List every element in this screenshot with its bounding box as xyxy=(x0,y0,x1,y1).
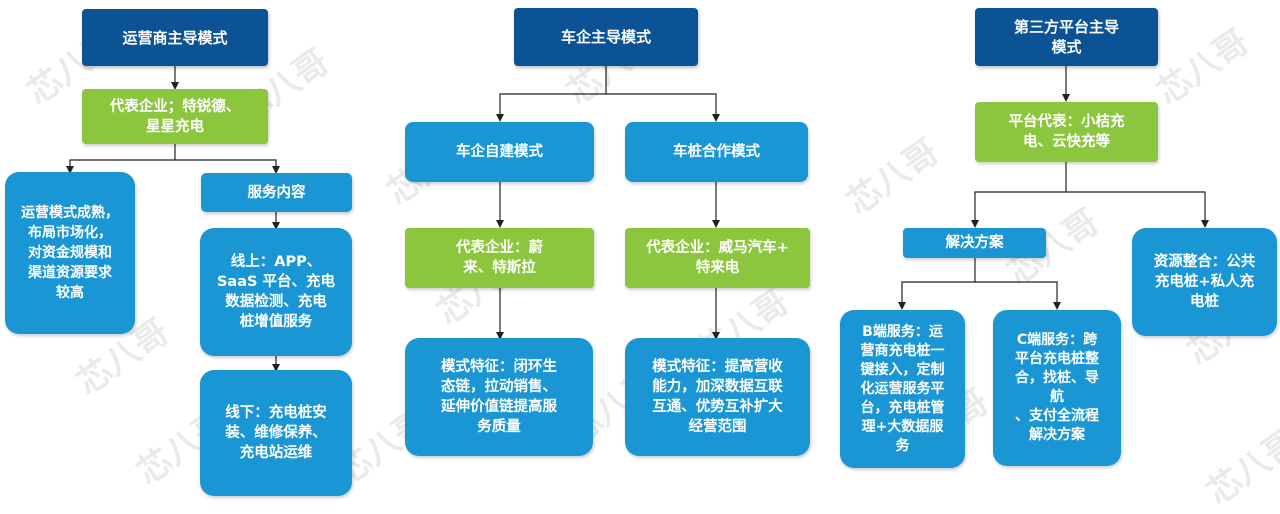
connector-line xyxy=(66,144,176,174)
cooperation-representative: 代表企业：威马汽车+ 特来电 xyxy=(625,228,810,288)
cooperation-feature: 模式特征：提高营收 能力，加深数据互联 互通、优势互补扩大 经营范围 xyxy=(625,338,810,456)
self-built-feature: 模式特征：闭环生 态链，拉动销售、 延伸价值链提高服 务质量 xyxy=(405,338,593,456)
connector-line xyxy=(971,162,1067,228)
connector-line xyxy=(175,159,280,174)
connector-line xyxy=(898,258,976,310)
automaker-led-header: 车企主导模式 xyxy=(514,8,698,66)
automaker-cooperation-label: 车桩合作模式 xyxy=(625,122,808,182)
automaker-self-built-label: 车企自建模式 xyxy=(405,122,594,182)
third-party-header: 第三方平台主导 模式 xyxy=(975,8,1158,66)
b-end-service: B端服务：运 营商充电桩一 键接入，定制 化运营服务平 台，充电桩管 理+大数据… xyxy=(840,310,965,468)
connector-line xyxy=(975,281,1061,310)
connector-line xyxy=(496,66,607,122)
platform-representative: 平台代表：小桔充 电、云快充等 xyxy=(975,102,1158,162)
connector-line xyxy=(1066,191,1209,228)
solution-label: 解决方案 xyxy=(903,228,1046,258)
operator-representative: 代表企业；特锐德、 星星充电 xyxy=(82,89,268,144)
operator-offline-service: 线下：充电桩安 装、维修保养、 充电站运维 xyxy=(200,370,352,496)
resource-integration: 资源整合：公共 充电桩+私人充 电桩 xyxy=(1132,228,1277,336)
operator-led-header: 运营商主导模式 xyxy=(82,9,268,66)
connector-line xyxy=(606,93,720,122)
operator-online-service: 线上：APP、 SaaS 平台、充电 数据检测、充电 桩增值服务 xyxy=(200,228,352,356)
operator-mode-feature: 运营模式成熟， 布局市场化， 对资金规模和 渠道资源要求 较高 xyxy=(5,172,135,334)
c-end-service: C端服务：跨 平台充电桩整 合，找桩、导 航 、支付全流程 解决方案 xyxy=(993,310,1121,466)
operator-service-label: 服务内容 xyxy=(201,173,352,212)
self-built-representative: 代表企业：蔚 来、特斯拉 xyxy=(405,228,594,288)
